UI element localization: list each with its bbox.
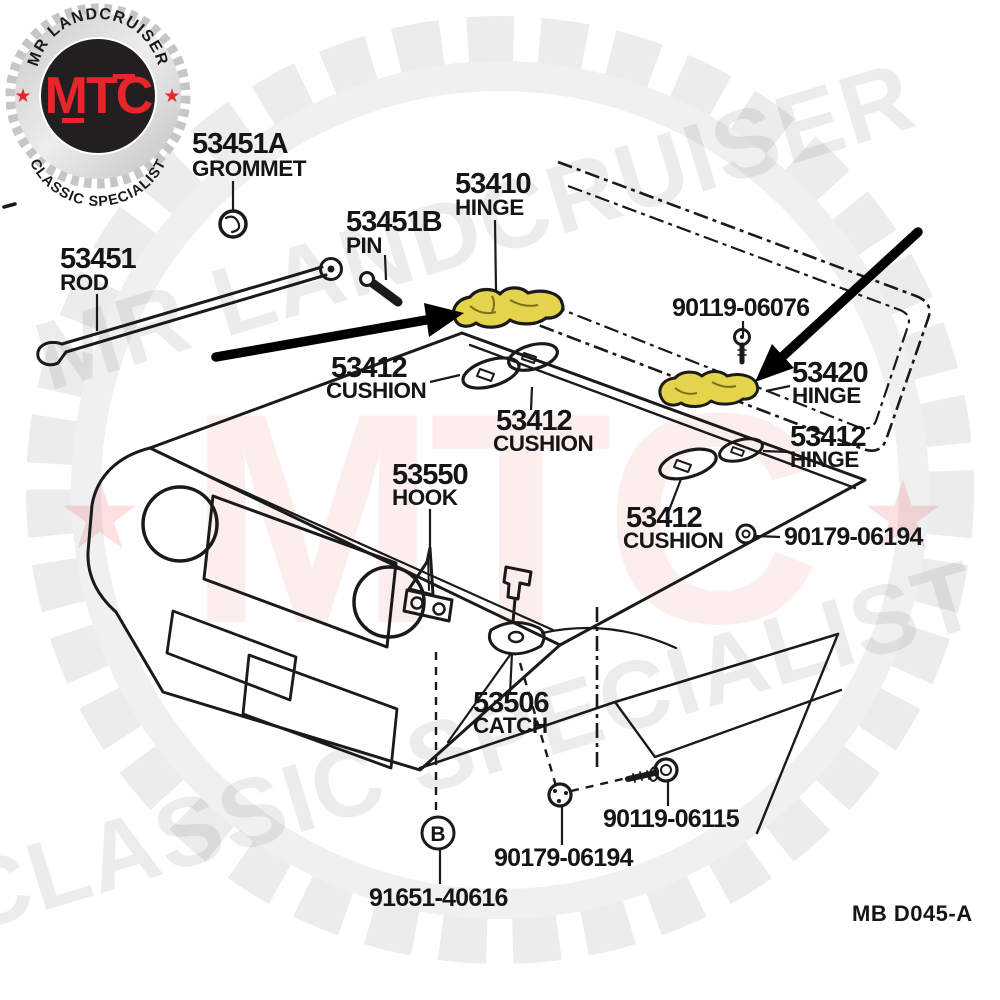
part-name: GROMMET xyxy=(192,156,307,181)
label-hook: 53550 HOOK xyxy=(392,459,469,510)
label-bolt-06076: 90119-06076 xyxy=(672,294,810,322)
hood-panel xyxy=(148,331,867,647)
watermark-star-left-icon: ★ xyxy=(57,461,142,571)
grille-opening xyxy=(202,494,398,649)
label-bolt-40616: 91651-40616 xyxy=(369,884,508,912)
part-name: CUSHION xyxy=(623,528,723,553)
part-name: CUSHION xyxy=(493,431,593,456)
logo-badge: MR LANDCRUISER CLASSIC SPECIALIST MTC ★ … xyxy=(5,3,191,210)
watermark-gear-ring xyxy=(26,16,974,964)
label-hinge-rear: 53420 HINGE xyxy=(792,357,869,408)
hood-front-crease xyxy=(176,460,555,632)
hinge-cushion-part xyxy=(718,437,764,463)
leader-lines xyxy=(95,181,791,884)
part-code: 53451B xyxy=(346,206,442,238)
label-catch: 53506 CATCH xyxy=(473,687,551,738)
part-code: 90179-06194 xyxy=(784,523,923,551)
part-name: CUSHION xyxy=(326,378,426,403)
callout-b: B xyxy=(420,815,456,851)
cushion-part-2 xyxy=(507,342,559,372)
part-code: 53412 xyxy=(626,502,702,534)
hinge-left-body xyxy=(451,286,565,329)
arrow-right-hinge xyxy=(755,227,923,382)
part-code: 53506 xyxy=(473,687,550,719)
hinge-left-highlight xyxy=(451,286,565,329)
headlight-left xyxy=(141,485,219,563)
part-code: 53412 xyxy=(331,352,407,384)
logo-stripe-left xyxy=(62,118,84,123)
cowl-contour-line xyxy=(540,626,678,650)
part-name: PIN xyxy=(346,233,382,258)
label-grommet: 53451A GROMMET xyxy=(192,128,307,181)
arrow-left-hinge xyxy=(211,303,464,362)
callout-b-circle xyxy=(420,815,456,851)
part-name: HINGE xyxy=(455,195,524,220)
label-hinge-front: 53410 HINGE xyxy=(455,168,532,220)
logo-black-disc xyxy=(39,37,157,155)
dashed-connectors xyxy=(434,652,628,816)
callout-b-letter: B xyxy=(430,823,445,846)
part-code: 53412 xyxy=(790,421,866,453)
part-code: 53420 xyxy=(792,357,868,389)
front-panel-outline xyxy=(86,446,562,772)
hook-part xyxy=(402,546,454,623)
pin-part xyxy=(359,271,403,307)
part-code: 53550 xyxy=(392,459,468,491)
part-code: 90119-06076 xyxy=(672,294,809,322)
part-code: 53451 xyxy=(60,243,137,275)
label-rod: 53451 ROD xyxy=(60,243,138,295)
part-code: 53412 xyxy=(496,405,572,437)
apron-slot-left xyxy=(165,609,298,702)
label-cushion-1: 53412 CUSHION xyxy=(326,352,427,403)
catch-support-line xyxy=(446,653,512,744)
hood-rod xyxy=(36,257,343,367)
part-name: HOOK xyxy=(392,485,459,510)
body-line-side xyxy=(755,632,840,835)
logo-star-left-icon: ★ xyxy=(14,85,31,107)
label-cushion-3: 53412 CUSHION xyxy=(623,502,724,553)
label-nut-06194-right: 90179-06194 xyxy=(784,523,924,551)
part-name: ROD xyxy=(60,270,109,295)
label-cushion-2: 53412 CUSHION xyxy=(493,405,594,456)
part-code: 90179-06194 xyxy=(494,844,633,872)
label-pin: 53451B PIN xyxy=(346,206,443,258)
figure-code: MB D045-A xyxy=(852,901,973,926)
part-code: 90119-06115 xyxy=(603,805,740,833)
hinge-right-highlight xyxy=(658,370,760,408)
watermark-inner-ring xyxy=(71,61,929,919)
windshield-frame-outer xyxy=(511,160,931,452)
part-name: HINGE xyxy=(792,383,861,408)
bolt-part-06115 xyxy=(625,757,679,783)
apron-panel xyxy=(241,653,399,770)
hinge-right-body xyxy=(658,370,760,408)
hinge-left-detail xyxy=(469,295,539,315)
tick-mark xyxy=(2,202,17,209)
part-code: 91651-40616 xyxy=(369,884,508,912)
nut-part-06194-bottom xyxy=(547,782,573,808)
hinge-right-detail xyxy=(674,381,737,395)
cushion-part-1 xyxy=(461,356,521,390)
logo-brand-text: MTC xyxy=(45,67,153,125)
part-code: 53451A xyxy=(192,128,289,160)
logo-gear-teeth xyxy=(5,3,191,189)
catch-part xyxy=(488,565,546,656)
part-name: HINGE xyxy=(790,447,859,472)
logo-stripe-right xyxy=(113,74,135,79)
part-labels: 53451A GROMMET 53451B PIN 53451 ROD 5341… xyxy=(60,128,973,926)
nut-part-06194-right xyxy=(735,523,757,545)
watermark-star-right-icon: ★ xyxy=(860,461,945,571)
body-line-sill xyxy=(613,688,843,759)
logo-star-right-icon: ★ xyxy=(163,85,180,107)
part-name: CATCH xyxy=(473,713,548,738)
windshield-frame-inner xyxy=(527,184,911,430)
part-code: 53410 xyxy=(455,168,531,200)
grommet-part xyxy=(218,209,248,239)
label-nut-06194-bottom: 90179-06194 xyxy=(494,844,634,872)
vehicle-line-art: B xyxy=(2,160,931,884)
label-hinge-side: 53412 HINGE xyxy=(790,421,867,472)
label-bolt-06115: 90119-06115 xyxy=(603,805,741,833)
cushion-part-3 xyxy=(658,447,718,481)
